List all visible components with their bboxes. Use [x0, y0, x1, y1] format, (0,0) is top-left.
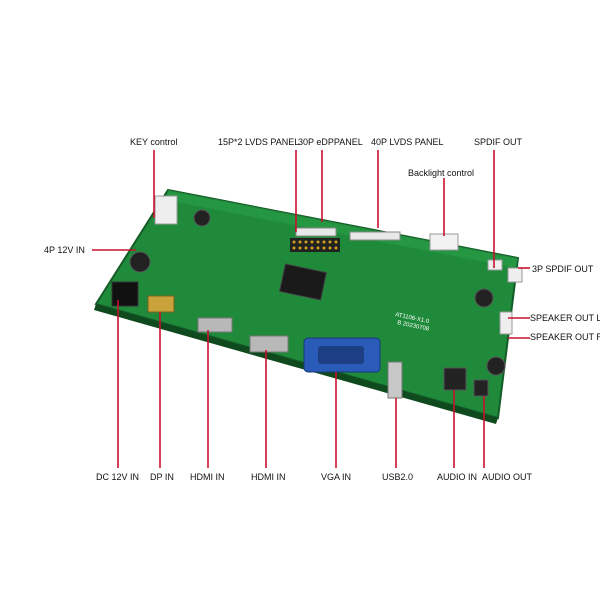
label-dp-in: DP IN [150, 472, 174, 482]
audio-out-jack [473, 379, 489, 397]
label-speaker-out-l: SPEAKER OUT L [530, 313, 600, 323]
capacitor [129, 251, 151, 273]
lvds-15p2-header [290, 238, 340, 252]
label-dc-12v-in: DC 12V IN [96, 472, 140, 482]
spdif-3p-connector [507, 267, 523, 283]
label-backlight-control: Backlight control [408, 168, 475, 178]
label-hdmi-in-2: HDMI IN [251, 472, 286, 482]
dc-jack [111, 281, 139, 307]
label-3p-spdif-out: 3P SPDIF OUT [532, 264, 594, 274]
speaker-connector [499, 311, 513, 335]
hdmi-port-1 [197, 317, 233, 333]
label-usb2: USB2.0 [382, 472, 414, 482]
label-key-control: KEY control [130, 137, 178, 147]
label-edp-30p: 30P eDPPANEL [298, 137, 363, 147]
spdif-connector [487, 259, 503, 271]
lvds-40p-connector [349, 231, 401, 241]
label-spdif-out: SPDIF OUT [474, 137, 523, 147]
label-audio-in: AUDIO IN [437, 472, 478, 482]
main-chip [278, 263, 328, 301]
label-hdmi-in-1: HDMI IN [190, 472, 225, 482]
capacitor [193, 209, 211, 227]
label-speaker-out-r: SPEAKER OUT R [530, 332, 600, 342]
hdmi-port-2 [249, 335, 289, 353]
capacitor [486, 356, 506, 376]
label-lvds-15p2: 15P*2 LVDS PANEL [218, 137, 300, 147]
audio-in-jack [443, 367, 467, 391]
label-lvds-40p: 40P LVDS PANEL [371, 137, 444, 147]
label-vga-in: VGA IN [321, 472, 352, 482]
key-connector [154, 195, 178, 225]
label-audio-out: AUDIO OUT [482, 472, 533, 482]
capacitor [474, 288, 494, 308]
leader-lines [92, 150, 530, 468]
label-4p-12v-in: 4P 12V IN [44, 245, 85, 255]
dp-port [147, 295, 175, 313]
edp-connector [295, 227, 337, 237]
usb-port [387, 361, 403, 399]
backlight-connector [429, 233, 459, 251]
